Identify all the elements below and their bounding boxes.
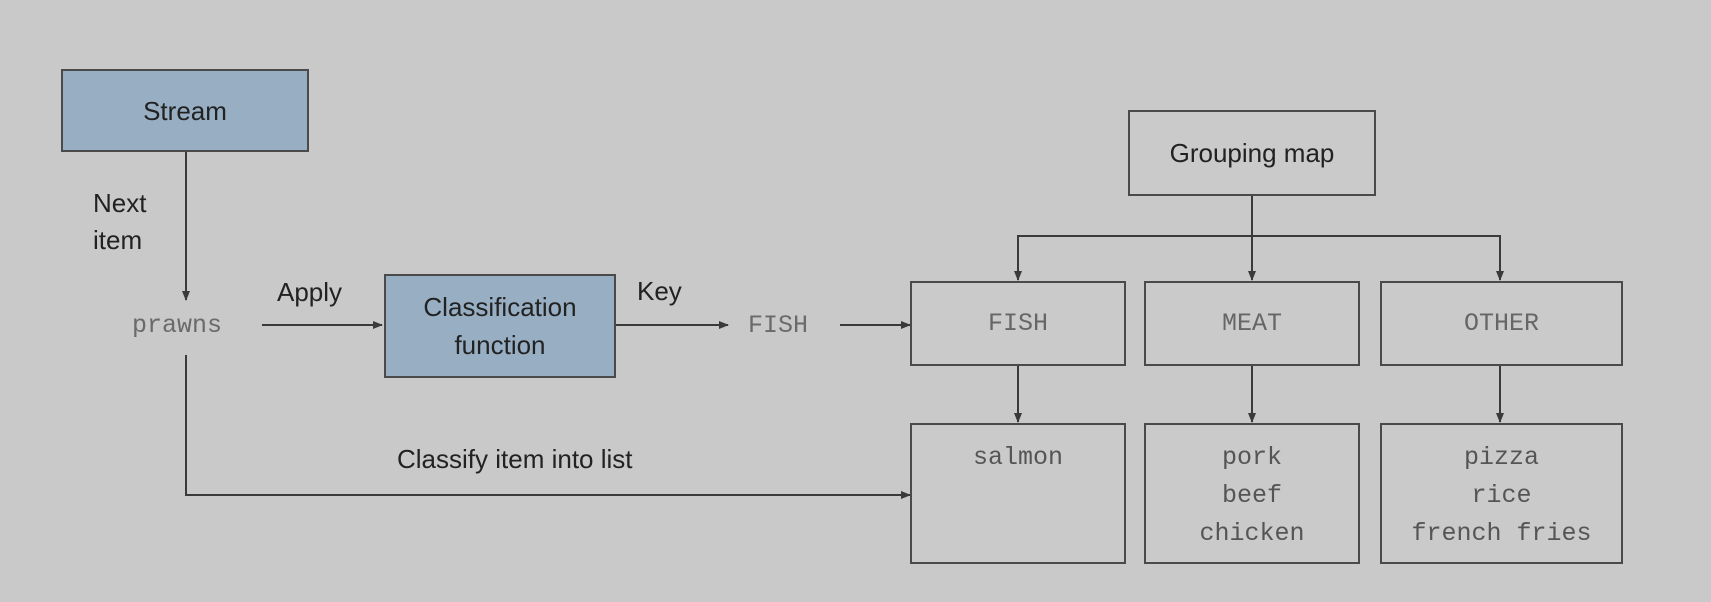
- classifier-line2: function: [454, 330, 546, 360]
- grouping-map-label: Grouping map: [1169, 138, 1335, 168]
- group-list-meat: pork beef chicken: [1144, 423, 1360, 564]
- list-item: rice: [1471, 481, 1532, 510]
- list-item: salmon: [972, 443, 1063, 472]
- group-key-label: OTHER: [1463, 308, 1539, 338]
- classifier-line1: Classification: [423, 292, 577, 322]
- stream-box: Stream: [61, 69, 309, 152]
- group-key-label: FISH: [987, 308, 1048, 338]
- map-branch-line: [1017, 235, 1501, 280]
- group-list-other: pizza rice french fries: [1380, 423, 1623, 564]
- next-item-line2: item: [93, 225, 143, 255]
- group-key-label: MEAT: [1221, 308, 1282, 338]
- classify-item-label: Classify item into list: [397, 444, 633, 474]
- stream-label: Stream: [143, 95, 227, 126]
- list-item: french fries: [1411, 519, 1592, 548]
- next-item-label: Next item: [93, 185, 146, 259]
- key-value: FISH: [748, 311, 809, 340]
- next-item-line1: Next: [93, 188, 147, 218]
- classification-function-box: Classification function: [384, 274, 616, 378]
- group-list-fish: salmon: [910, 423, 1126, 564]
- classify-path-arrow: [185, 355, 911, 499]
- group-key-fish: FISH: [910, 281, 1126, 366]
- key-label: Key: [637, 276, 682, 306]
- current-item: prawns: [132, 311, 223, 340]
- list-item: pizza: [1463, 443, 1539, 472]
- list-item: chicken: [1199, 519, 1305, 548]
- grouping-map-box: Grouping map: [1128, 110, 1376, 196]
- group-key-meat: MEAT: [1144, 281, 1360, 366]
- list-item: beef: [1221, 481, 1282, 510]
- list-item: pork: [1221, 443, 1282, 472]
- apply-label: Apply: [277, 277, 343, 307]
- group-key-other: OTHER: [1380, 281, 1623, 366]
